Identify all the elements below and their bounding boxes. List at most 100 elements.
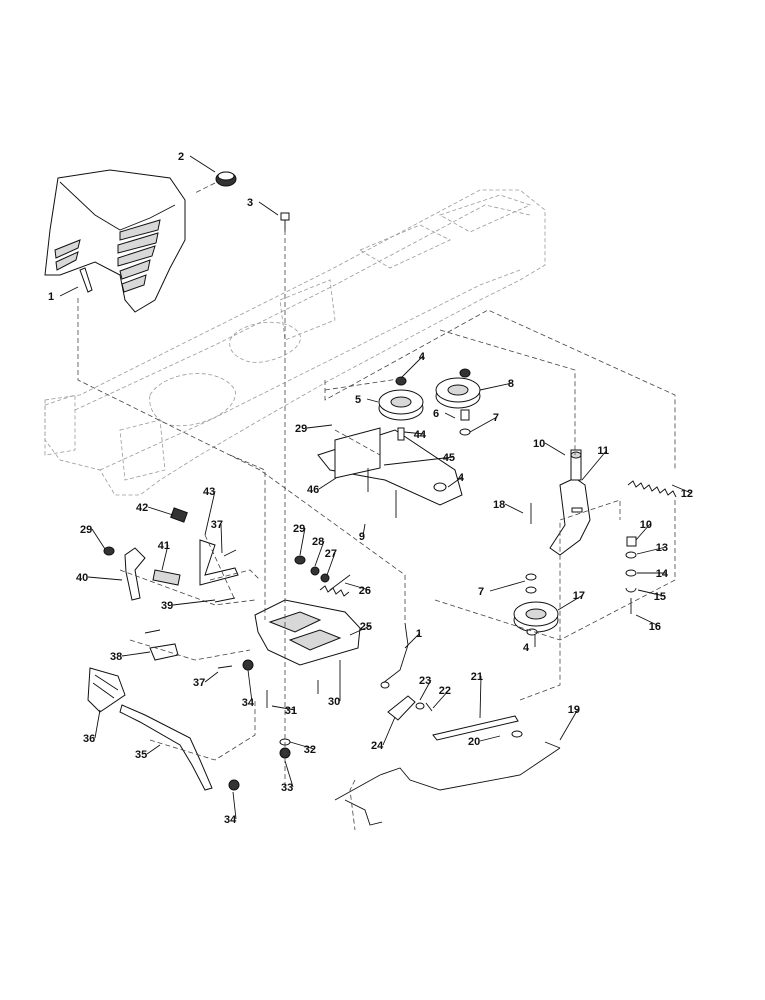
callout-label-5: 5	[355, 394, 361, 406]
callout-leader-10	[544, 442, 566, 456]
callout-label-14: 14	[656, 568, 669, 580]
callout-leader-1	[59, 286, 79, 297]
callout-leader-10	[635, 523, 651, 541]
callout-label-16: 16	[649, 621, 661, 633]
callout-label-20: 20	[468, 736, 480, 748]
callout-leader-31	[271, 705, 296, 711]
callout-leader-41	[161, 544, 169, 571]
callout-label-29: 29	[293, 523, 305, 535]
callout-label-21: 21	[471, 671, 483, 683]
callout-label-26: 26	[359, 585, 371, 597]
pulley-8	[435, 368, 481, 436]
callout-leader-17	[557, 594, 584, 611]
callout-label-39: 39	[161, 600, 173, 612]
callout-leader-42	[147, 506, 174, 516]
callout-leader-38	[121, 651, 151, 657]
callout-leader-21	[479, 675, 482, 719]
callout-label-36: 36	[83, 733, 95, 745]
callout-label-13: 13	[656, 542, 668, 554]
callout-label-3: 3	[247, 197, 253, 209]
callout-label-10: 10	[640, 519, 652, 531]
idler-arm-11	[549, 449, 591, 556]
callout-label-32: 32	[304, 744, 316, 756]
callout-leader-37	[204, 671, 219, 683]
chassis-frame	[44, 189, 546, 496]
callout-label-42: 42	[136, 502, 148, 514]
callout-label-4: 4	[419, 351, 426, 363]
pedal-bracket-25	[254, 574, 361, 666]
callout-leader-6	[444, 412, 456, 419]
callout-label-11: 11	[597, 445, 609, 457]
brake-pedal-36	[87, 667, 126, 713]
callout-label-1: 1	[48, 291, 54, 303]
callout-label-34: 34	[224, 814, 237, 826]
callout-label-44: 44	[414, 429, 427, 441]
spring-12	[627, 480, 677, 498]
callout-leader-1	[404, 632, 421, 649]
callout-leader-26	[344, 582, 370, 591]
callout-leader-7	[489, 580, 526, 592]
callout-label-31: 31	[285, 705, 297, 717]
callout-label-7: 7	[478, 586, 484, 598]
callout-leader-9	[362, 523, 366, 537]
callout-label-19: 19	[568, 704, 580, 716]
callout-label-34: 34	[242, 697, 255, 709]
callout-leader-43	[204, 490, 216, 536]
callout-label-15: 15	[654, 591, 666, 603]
callout-leader-16	[635, 614, 660, 627]
callout-leader-15	[637, 589, 665, 597]
part-2-gas-cap	[215, 171, 237, 187]
callout-label-6: 6	[433, 408, 439, 420]
part-3-bolt	[280, 212, 290, 232]
callout-leader-20	[479, 735, 501, 742]
callout-label-4: 4	[458, 472, 465, 484]
callout-leader-34	[232, 791, 237, 820]
callout-label-1: 1	[416, 628, 422, 640]
linkage-rods	[380, 622, 561, 749]
callout-label-12: 12	[681, 488, 693, 500]
callout-leader-29	[299, 527, 306, 556]
callout-leader-39	[172, 599, 216, 606]
callout-label-29: 29	[80, 524, 92, 536]
callout-label-37: 37	[211, 519, 223, 531]
callout-leader-29	[306, 424, 333, 429]
callout-label-28: 28	[312, 536, 324, 548]
callout-label-7: 7	[493, 412, 499, 424]
callout-label-43: 43	[203, 486, 215, 498]
callout-leader-18	[504, 503, 524, 514]
callout-leader-45	[383, 456, 454, 466]
callout-leader-29	[91, 528, 106, 550]
callout-leader-24	[382, 716, 396, 746]
callout-leader-2	[189, 155, 216, 173]
hood	[44, 169, 186, 313]
callout-label-18: 18	[493, 499, 505, 511]
callout-label-4: 4	[523, 642, 530, 654]
pulley-17	[513, 601, 559, 636]
callout-leader-25	[349, 625, 371, 636]
callout-leader-13	[636, 546, 667, 555]
callout-label-46: 46	[307, 484, 319, 496]
callout-label-27: 27	[325, 548, 337, 560]
callout-label-10: 10	[533, 438, 545, 450]
callout-leader-11	[581, 449, 608, 481]
callout-leader-44	[403, 431, 425, 435]
callout-leader-22	[432, 689, 450, 709]
callout-label-37: 37	[193, 677, 205, 689]
callout-leader-12	[671, 484, 692, 494]
callout-leader-36	[94, 709, 101, 739]
pedal-rod-35	[119, 704, 240, 791]
callout-leader-23	[419, 679, 432, 701]
callout-leader-19	[559, 708, 579, 741]
callout-label-45: 45	[443, 452, 455, 464]
callout-leader-40	[87, 576, 123, 581]
callout-leader-4	[400, 355, 424, 379]
hardware-right	[525, 503, 637, 614]
dashed-guides	[77, 182, 676, 831]
callout-leader-27	[326, 552, 336, 576]
callout-label-23: 23	[419, 675, 431, 687]
hardware-left	[103, 507, 254, 671]
callout-leader-46	[318, 477, 337, 490]
callout-label-22: 22	[439, 685, 451, 697]
